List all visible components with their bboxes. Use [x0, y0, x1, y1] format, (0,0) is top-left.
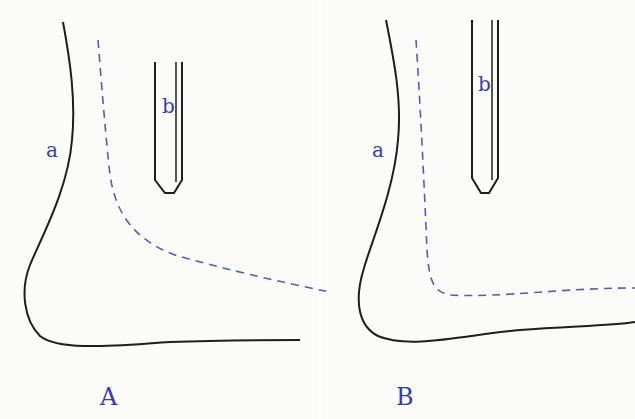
probe-edge — [491, 20, 493, 180]
dashed-boundary — [416, 40, 635, 296]
probe — [472, 20, 498, 193]
part-label: a — [372, 140, 384, 160]
probe-edge — [175, 62, 177, 182]
probe — [155, 62, 182, 193]
surface-line — [25, 22, 300, 346]
panel-label: B — [396, 385, 414, 409]
panel-label: A — [100, 385, 117, 409]
part-label: b — [478, 74, 491, 94]
dashed-boundary — [98, 40, 330, 292]
panel-a-ground — [0, 0, 318, 419]
panel-b-ground — [322, 0, 635, 419]
part-label: b — [162, 96, 175, 116]
part-label: a — [46, 140, 58, 160]
surface-line — [359, 20, 635, 342]
